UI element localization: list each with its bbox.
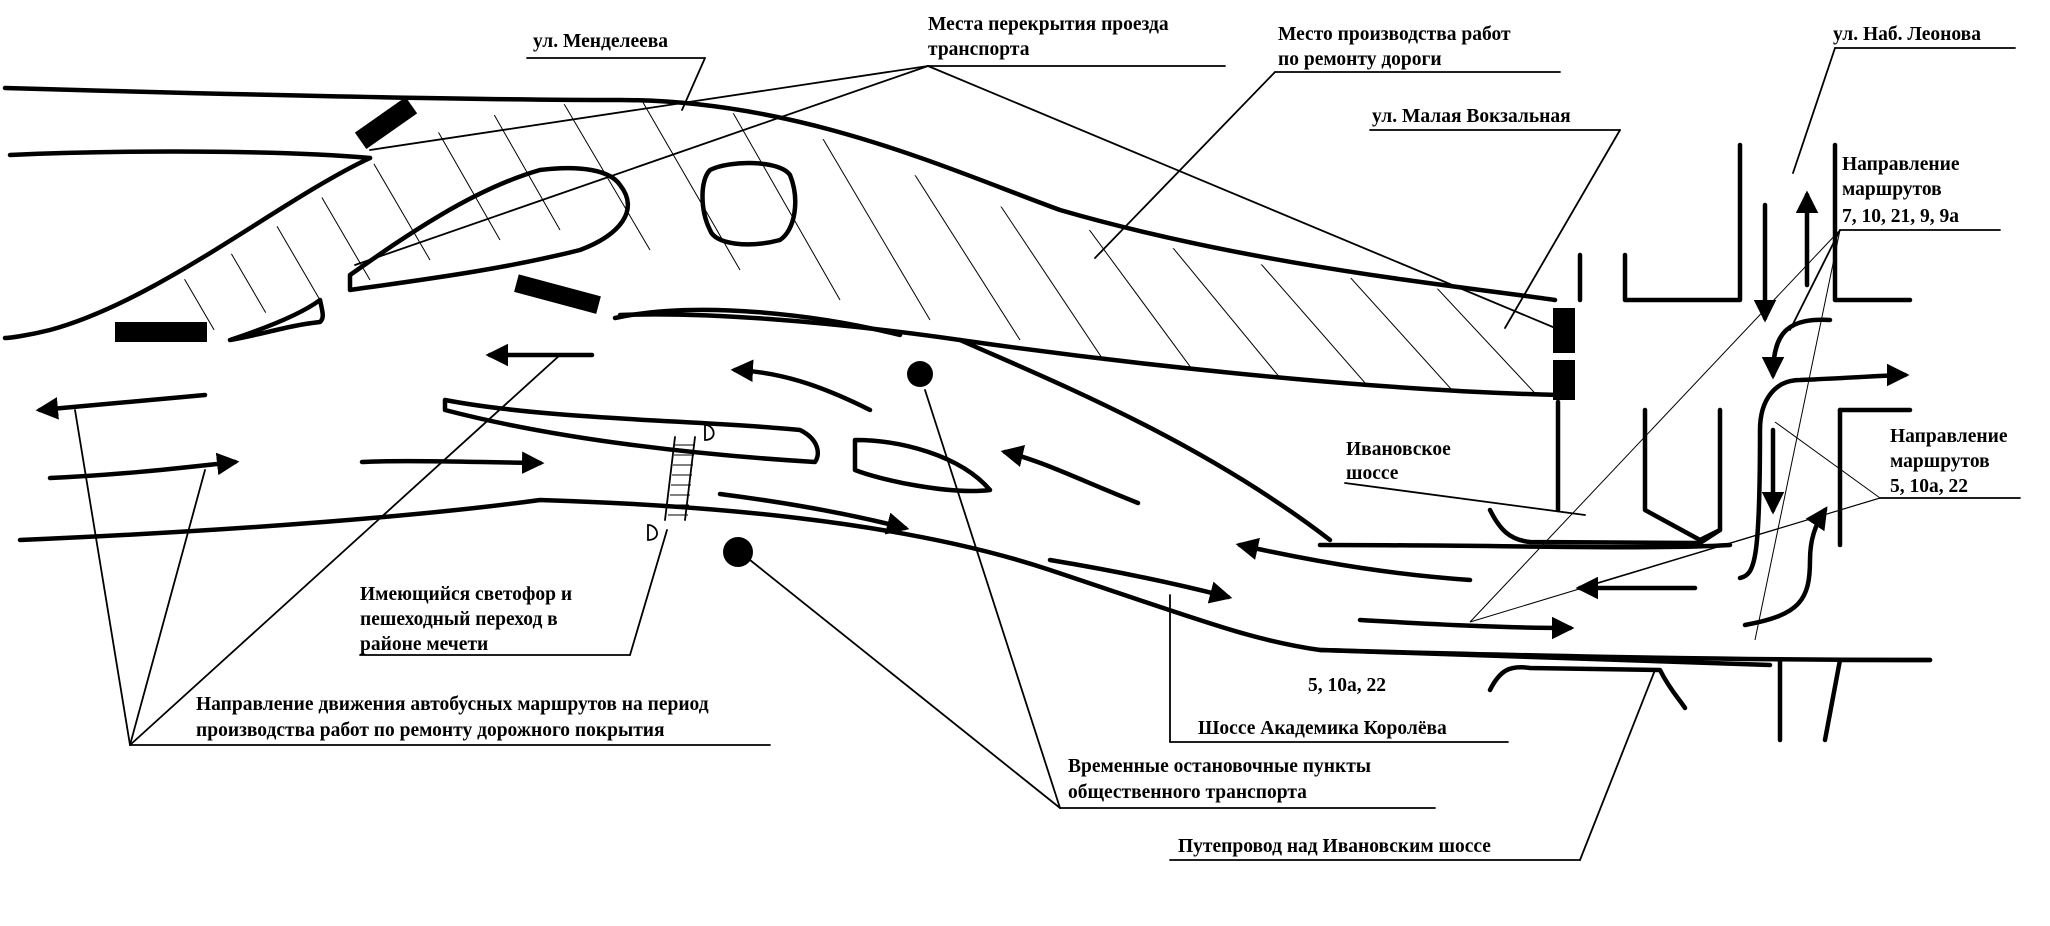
label-routes-mid-2: маршрутов (1890, 451, 1990, 472)
label-nab-leonova: ул. Наб. Леонова (1833, 24, 1981, 45)
label-bus-dir-2: производства работ по ремонту дорожного … (196, 720, 665, 741)
label-closures-1: Места перекрытия проезда (928, 14, 1169, 35)
label-routes-top-2: маршрутов (1842, 179, 1942, 200)
label-lights-3: районе мечети (360, 634, 488, 655)
label-ivanovskoe-2: шоссе (1346, 463, 1399, 484)
label-routes-mid-3: 5, 10а, 22 (1890, 476, 1968, 497)
pedestrian-crossing (647, 424, 715, 541)
label-stops-1: Временные остановочные пункты (1068, 756, 1371, 777)
label-routes-mid-1: Направление (1890, 426, 2008, 447)
label-overpass: Путепровод над Ивановским шоссе (1178, 836, 1491, 857)
label-lights-2: пешеходный переход в (360, 609, 558, 630)
label-mendeleeva: ул. Менделеева (533, 31, 668, 52)
label-works-1: Место производства работ (1278, 24, 1511, 45)
labels: ул. Менделеева Места перекрытия проезда … (196, 14, 2008, 857)
traffic-islands (227, 160, 993, 494)
label-closures-2: транспорта (928, 39, 1030, 60)
label-ivanovskoe-1: Ивановское (1346, 439, 1451, 460)
label-malaya-vokzalnaya: ул. Малая Вокзальная (1372, 106, 1571, 127)
route-arrows (35, 190, 1910, 640)
label-routes-top-3: 7, 10, 21, 9, 9а (1842, 206, 1959, 227)
road-outlines (2, 85, 1933, 668)
leader-lines (74, 47, 2021, 861)
label-korolev: Шоссе Академика Королёва (1198, 718, 1447, 739)
label-bus-dir-1: Направление движения автобусных маршруто… (196, 694, 709, 715)
label-lights-1: Имеющийся светофор и (360, 584, 572, 605)
right-streets (1487, 142, 1933, 743)
label-routes-bottom: 5, 10а, 22 (1308, 675, 1386, 696)
label-stops-2: общественного транспорта (1068, 782, 1307, 803)
label-works-2: по ремонту дороги (1278, 49, 1442, 70)
bus-stops (723, 361, 933, 567)
label-routes-top-1: Направление (1842, 154, 1960, 175)
closure-blocks (115, 97, 1575, 400)
